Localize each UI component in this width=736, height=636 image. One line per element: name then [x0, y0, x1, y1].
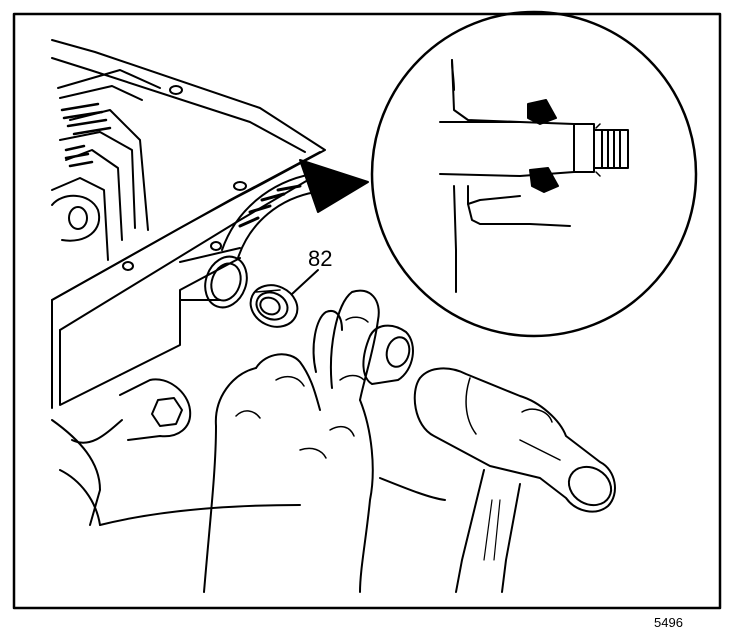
seal-profile: [527, 99, 559, 193]
transmission-housing: [51, 39, 446, 526]
detail-view: [370, 10, 698, 338]
detail-circle: [370, 10, 698, 338]
hammer-peen: [567, 465, 613, 507]
figure-number: 5496: [654, 615, 683, 630]
figure-frame: [12, 12, 722, 610]
hammer: [413, 367, 616, 593]
leader-line: [291, 269, 319, 295]
seal-part-82: [249, 269, 319, 328]
pointer-arrow: [221, 159, 369, 259]
arrow-head: [299, 159, 369, 213]
callout-label: 82: [308, 246, 332, 271]
hand-with-installer: [203, 289, 414, 593]
